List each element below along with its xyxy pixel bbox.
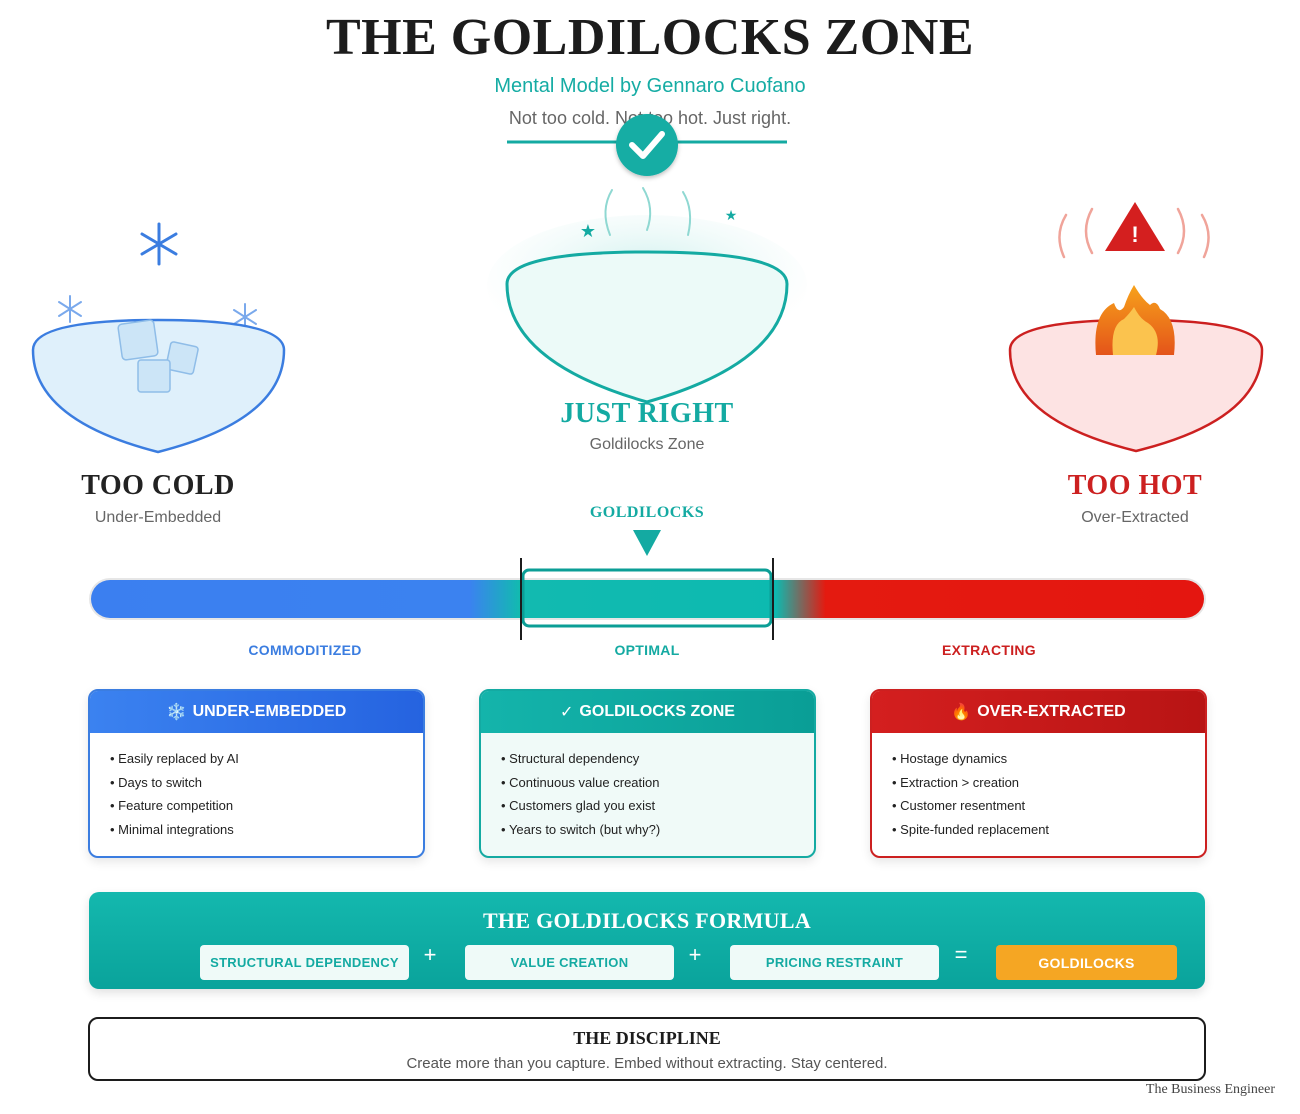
formula-term-pricing-restraint: PRICING RESTRAINT bbox=[730, 945, 939, 980]
list-item: Hostage dynamics bbox=[892, 747, 1185, 771]
header-check-badge bbox=[507, 114, 787, 176]
scale-label-extracting: EXTRACTING bbox=[942, 642, 1036, 658]
list-item: Spite-funded replacement bbox=[892, 818, 1185, 842]
credit-text: The Business Engineer bbox=[1145, 1082, 1275, 1097]
ice-cube-icon bbox=[117, 319, 199, 393]
just-right-title: JUST RIGHT bbox=[560, 398, 734, 429]
goldilocks-marker-label: GOLDILOCKS bbox=[589, 504, 705, 521]
list-item: Easily replaced by AI bbox=[110, 747, 403, 771]
list-item: Continuous value creation bbox=[501, 771, 794, 795]
list-item: Feature competition bbox=[110, 794, 403, 818]
list-item: Extraction > creation bbox=[892, 771, 1185, 795]
formula-title: THE GOLDILOCKS FORMULA bbox=[482, 908, 812, 933]
formula-term-value-creation: VALUE CREATION bbox=[465, 945, 674, 980]
card-list: Easily replaced by AI Days to switch Fea… bbox=[90, 733, 423, 841]
snowflake-icon bbox=[140, 222, 178, 266]
heat-wave-icon bbox=[1058, 207, 1210, 259]
check-icon: ✓ bbox=[560, 704, 574, 721]
hot-subtitle: Over-Extracted bbox=[1081, 509, 1189, 526]
warning-icon bbox=[1105, 202, 1165, 251]
card-header: ✓ GOLDILOCKS ZONE bbox=[481, 691, 814, 733]
page-title: THE GOLDILOCKS ZONE bbox=[325, 9, 975, 66]
formula-term-structural-dependency: STRUCTURAL DEPENDENCY bbox=[200, 945, 409, 980]
cold-title: TOO COLD bbox=[81, 470, 235, 501]
scale-label-optimal: OPTIMAL bbox=[614, 642, 680, 658]
list-item: Years to switch (but why?) bbox=[501, 818, 794, 842]
formula-result: GOLDILOCKS bbox=[996, 945, 1177, 980]
discipline-text: Create more than you capture. Embed with… bbox=[406, 1055, 888, 1072]
card-header: 🔥 OVER-EXTRACTED bbox=[872, 691, 1205, 733]
list-item: Structural dependency bbox=[501, 747, 794, 771]
list-item: Customer resentment bbox=[892, 794, 1185, 818]
marker-arrow-icon bbox=[633, 530, 661, 556]
card-header: ❄️ UNDER-EMBEDDED bbox=[90, 691, 423, 733]
discipline-box: THE DISCIPLINE Create more than you capt… bbox=[88, 1017, 1206, 1081]
sparkle-icon: ★ bbox=[725, 207, 738, 223]
card-title: UNDER-EMBEDDED bbox=[192, 703, 347, 720]
discipline-title: THE DISCIPLINE bbox=[573, 1028, 721, 1048]
snowflake-icon bbox=[58, 295, 257, 331]
hot-title: TOO HOT bbox=[1067, 470, 1203, 501]
list-item: Days to switch bbox=[110, 771, 403, 795]
list-item: Customers glad you exist bbox=[501, 794, 794, 818]
page-subtitle: Mental Model by Gennaro Cuofano bbox=[494, 75, 806, 97]
under-embedded-card: ❄️ UNDER-EMBEDDED Easily replaced by AI … bbox=[88, 689, 425, 858]
formula-plus: + bbox=[423, 942, 437, 967]
steam-icon bbox=[604, 187, 692, 236]
cold-bowl-illustration bbox=[31, 222, 286, 454]
cold-subtitle: Under-Embedded bbox=[94, 509, 222, 526]
card-title: OVER-EXTRACTED bbox=[977, 703, 1126, 720]
list-item: Minimal integrations bbox=[110, 818, 403, 842]
just-right-bowl-illustration: ★ ★ bbox=[487, 187, 807, 404]
card-list: Hostage dynamics Extraction > creation C… bbox=[872, 733, 1205, 841]
fire-icon: 🔥 bbox=[951, 704, 972, 721]
over-extracted-card: 🔥 OVER-EXTRACTED Hostage dynamics Extrac… bbox=[870, 689, 1207, 858]
hot-bowl-illustration: ! bbox=[1008, 202, 1264, 453]
scale-label-commoditized: COMMODITIZED bbox=[248, 642, 362, 658]
card-title: GOLDILOCKS ZONE bbox=[579, 703, 735, 720]
svg-text:!: ! bbox=[1131, 222, 1138, 247]
snowflake-icon: ❄️ bbox=[166, 704, 187, 721]
just-right-subtitle: Goldilocks Zone bbox=[589, 436, 705, 453]
check-icon bbox=[629, 131, 665, 159]
formula-plus: + bbox=[688, 942, 702, 967]
flame-icon bbox=[1095, 285, 1175, 355]
card-list: Structural dependency Continuous value c… bbox=[481, 733, 814, 841]
sparkle-icon: ★ bbox=[580, 221, 596, 241]
goldilocks-formula: THE GOLDILOCKS FORMULA STRUCTURAL DEPEND… bbox=[89, 892, 1205, 989]
temperature-scale bbox=[89, 558, 1206, 640]
goldilocks-zone-card: ✓ GOLDILOCKS ZONE Structural dependency … bbox=[479, 689, 816, 858]
formula-equals: = bbox=[954, 942, 968, 967]
